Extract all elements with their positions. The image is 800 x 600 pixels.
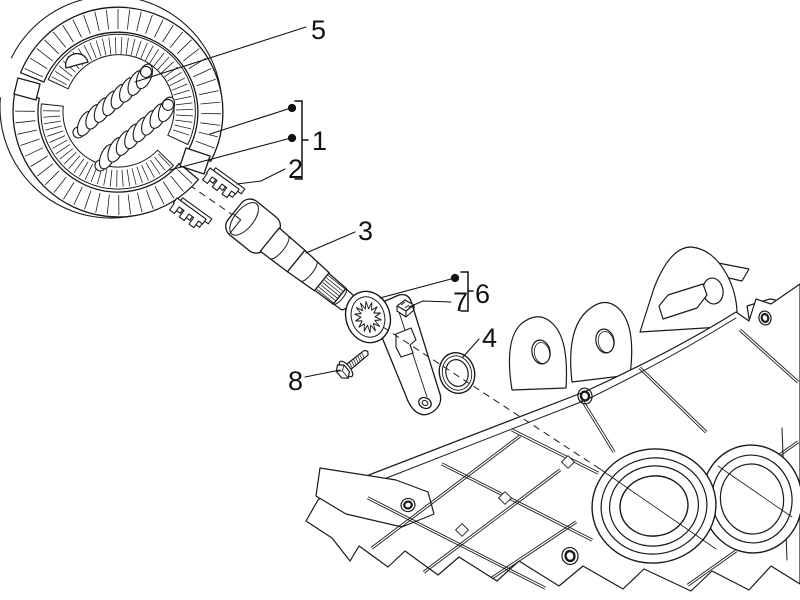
callout-8: 8	[288, 366, 303, 396]
leader-3	[305, 231, 356, 254]
group-bracket-6	[460, 271, 474, 312]
leader-2	[236, 168, 286, 185]
leader-7	[408, 300, 452, 308]
cam-anchor-block	[179, 147, 211, 175]
washer-ring	[438, 351, 476, 395]
axis-dashed-line-lower	[382, 326, 601, 470]
brake-shoe-springs	[72, 63, 176, 172]
backplate-tab	[64, 53, 89, 69]
callout-4: 4	[482, 323, 497, 353]
crankcase-lugs	[508, 246, 784, 391]
bolt-threads	[348, 351, 365, 369]
shoe-hatch-lower	[14, 110, 193, 216]
callout-1: 1	[312, 126, 327, 156]
leader-1a	[209, 107, 292, 135]
spacer-clips	[169, 167, 246, 229]
shoe-web-lower	[40, 103, 174, 190]
shaft-spline	[316, 275, 346, 304]
brake-shoe-upper	[19, 6, 224, 162]
part-dot-6	[450, 273, 460, 283]
lever-spline-teeth	[354, 300, 382, 334]
crankcase-ribs	[367, 328, 800, 590]
callout-5: 5	[311, 15, 326, 45]
callout-layer: 5 1 2 3 6 7 4 8	[134, 15, 497, 396]
part-dot-1b	[287, 133, 297, 143]
leader-1b	[169, 137, 292, 171]
crankcase-half	[305, 246, 800, 592]
callout-3: 3	[358, 216, 373, 246]
axis-dashed-line-upper	[149, 157, 257, 232]
lever-end-hole	[418, 396, 432, 410]
callout-2: 2	[288, 154, 303, 184]
pivot-anchor-block	[13, 77, 41, 101]
leader-5	[134, 26, 307, 83]
brake-cam-shaft	[225, 198, 355, 311]
part-dot-1a	[287, 103, 297, 113]
callout-6: 6	[475, 279, 490, 309]
leader-4	[462, 338, 480, 358]
crankcase-arm	[315, 467, 435, 528]
lever-bolt	[335, 349, 369, 379]
crankcase-bolt-holes	[400, 310, 772, 566]
group-bracket-1	[294, 100, 309, 180]
brake-shoe-assembly	[0, 0, 224, 219]
leader-6	[379, 278, 452, 299]
leader-8	[304, 369, 341, 378]
callout-7: 7	[453, 287, 468, 317]
web-hatch-lower	[42, 110, 171, 188]
brake-lever	[344, 290, 442, 416]
